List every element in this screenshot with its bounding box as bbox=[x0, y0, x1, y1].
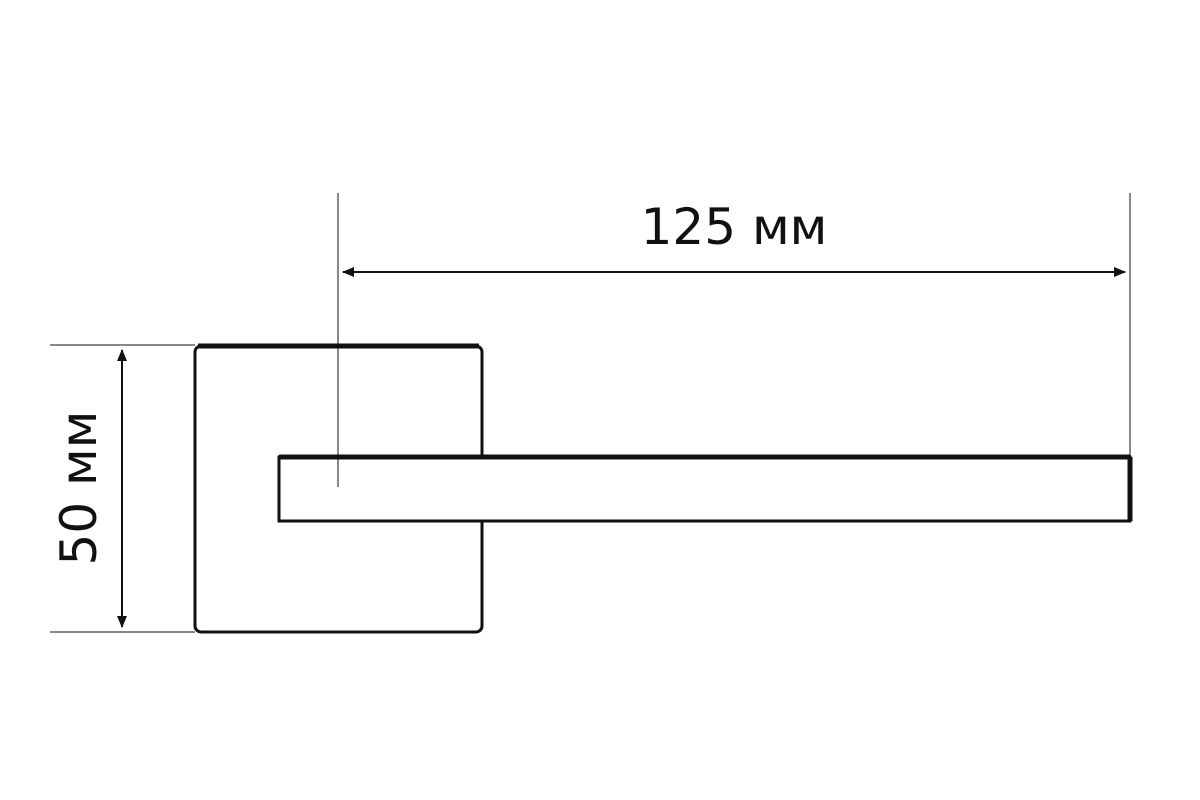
lever-handle bbox=[277, 455, 1132, 523]
width-dimension-label: 125 мм bbox=[641, 198, 828, 256]
height-dimension-label: 50 мм bbox=[50, 411, 108, 566]
